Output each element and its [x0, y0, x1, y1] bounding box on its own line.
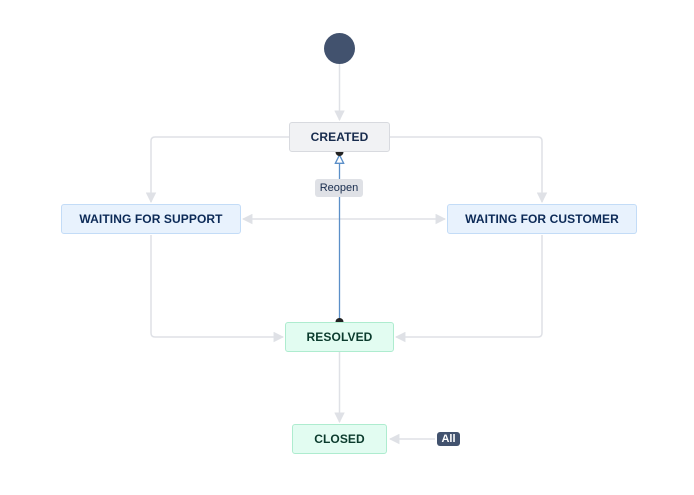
connector-waiting-support-resolved — [150, 235, 285, 343]
connector-created-waiting-customer — [390, 136, 548, 204]
status-waiting-for-support[interactable]: WAITING FOR SUPPORT — [61, 204, 241, 234]
status-resolved[interactable]: RESOLVED — [285, 322, 394, 352]
status-created-label: CREATED — [310, 130, 369, 144]
status-waiting-for-support-label: WAITING FOR SUPPORT — [79, 212, 223, 226]
status-closed[interactable]: CLOSED — [292, 424, 387, 454]
status-created[interactable]: CREATED — [289, 122, 390, 152]
connector-created-waiting-support — [145, 136, 289, 204]
status-closed-label: CLOSED — [314, 432, 365, 446]
transition-reopen-label[interactable]: Reopen — [315, 179, 363, 197]
status-waiting-for-customer[interactable]: WAITING FOR CUSTOMER — [447, 204, 637, 234]
status-resolved-label: RESOLVED — [306, 330, 373, 344]
start-node[interactable] — [324, 33, 355, 64]
transition-all-badge[interactable]: All — [437, 432, 460, 446]
status-waiting-for-customer-label: WAITING FOR CUSTOMER — [465, 212, 619, 226]
connector-waiting-customer-resolved — [394, 235, 543, 343]
